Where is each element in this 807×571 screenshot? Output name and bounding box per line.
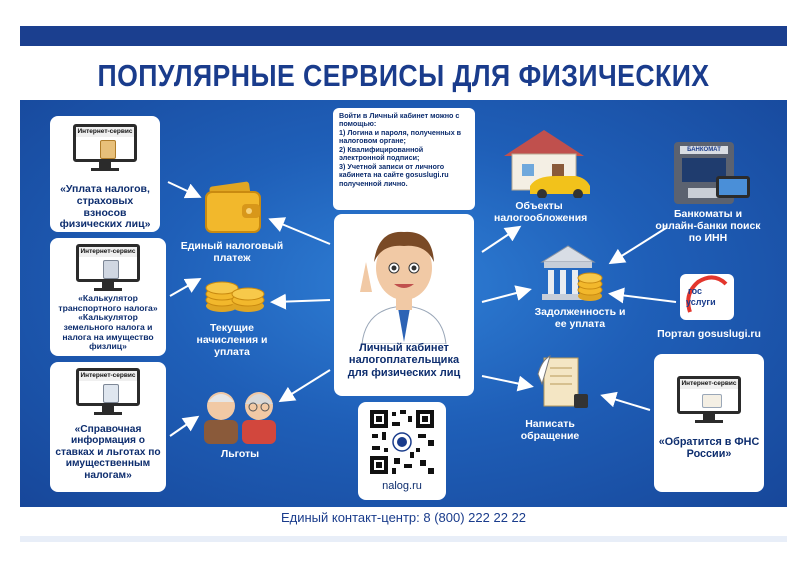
card-tax-calculator-text: «Калькулятор транспортного налога» «Каль… xyxy=(58,293,158,352)
login-info-box: Войти в Личный кабинет можно с помощью: … xyxy=(333,108,475,210)
card-contact-fns-text: «Обратится в ФНС России» xyxy=(658,436,760,461)
monitor-icon: Интернет-сервис xyxy=(73,124,137,172)
monitor-icon: Интернет-сервис xyxy=(76,368,140,416)
house-car-icon xyxy=(504,130,590,198)
info-intro: Войти в Личный кабинет можно с помощью: xyxy=(339,111,460,129)
bank-building-icon xyxy=(540,245,603,301)
qr-code-card[interactable]: nalog.ru xyxy=(358,402,446,500)
arrow-card2-coins xyxy=(169,278,202,297)
card-reference-info-text: «Справочная информация о ставках и льгот… xyxy=(55,424,161,481)
label-taxable-objects: Объекты налогообложения xyxy=(494,200,588,225)
card-tax-payment[interactable]: Интернет-сервис «Уплата налогов, страхов… xyxy=(50,116,160,232)
bottom-decor-bar xyxy=(20,536,787,542)
label-atm-online-banking: Банкоматы и онлайн-банки поиск по ИНН xyxy=(655,208,761,245)
personal-account-title: Личный кабинет налогоплательщика для физ… xyxy=(347,342,461,379)
contact-center-line: Единый контакт-центр: 8 (800) 222 22 22 xyxy=(280,510,527,525)
label-gosuslugi-portal: Портал gosuslugi.ru xyxy=(657,328,761,340)
arrow-gosuslugi-debt xyxy=(608,287,677,304)
atm-icon xyxy=(674,142,750,204)
taxpayer-avatar-icon xyxy=(360,231,447,344)
label-current-charges: Текущие начисления и уплата xyxy=(196,322,268,359)
arrow-fns-appeal xyxy=(600,391,651,411)
info-item-2: 2) Квалифицированной электронной подписи… xyxy=(339,144,424,163)
monitor-icon: Интернет-сервис xyxy=(677,376,741,424)
top-decor-bar xyxy=(20,26,787,46)
arrow-center-objects xyxy=(481,225,522,253)
card-tax-calculator[interactable]: Интернет-сервис «Калькулятор транспортно… xyxy=(50,238,166,356)
arrow-center-debt xyxy=(481,285,532,303)
card-tax-payment-text: «Уплата налогов, страховых взносов физич… xyxy=(59,183,151,231)
gos-logo-bottom: услуги xyxy=(686,297,716,307)
card-reference-info[interactable]: Интернет-сервис «Справочная информация о… xyxy=(50,362,166,492)
scroll-quill-icon xyxy=(537,355,588,408)
envelope-icon xyxy=(702,394,722,408)
info-item-1: 1) Логина и пароля, полученных в налогов… xyxy=(339,127,462,146)
gosuslugi-logo[interactable]: гос услуги xyxy=(680,274,734,320)
gosuslugi-logo-icon xyxy=(686,275,728,313)
wallet-icon xyxy=(205,181,261,233)
arrow-card1-wallet xyxy=(167,181,202,199)
seniors-icon xyxy=(204,392,276,444)
arrow-center-coins xyxy=(270,293,331,310)
arrow-card3-seniors xyxy=(169,415,200,437)
gos-logo-top: гос xyxy=(688,286,703,296)
card-contact-fns[interactable]: Интернет-сервис «Обратится в ФНС России» xyxy=(654,354,764,492)
calculator-icon xyxy=(103,260,119,279)
label-benefits: Льготы xyxy=(220,448,260,460)
clipboard-icon xyxy=(100,140,116,159)
qr-url-text: nalog.ru xyxy=(382,480,422,492)
arrow-center-seniors xyxy=(278,369,331,403)
internet-service-label: Интернет-сервис xyxy=(680,379,738,389)
internet-service-label: Интернет-сервис xyxy=(79,371,137,381)
internet-service-label: Интернет-сервис xyxy=(76,127,134,137)
arrow-center-appeal xyxy=(481,375,534,392)
internet-service-label: Интернет-сервис xyxy=(79,247,137,257)
atm-sign-text: БАНКОМАТ xyxy=(687,147,721,153)
label-debt-payment: Задолженность и ее уплата xyxy=(534,306,626,331)
personal-account-card[interactable]: Личный кабинет налогоплательщика для физ… xyxy=(334,214,474,396)
monitor-icon: Интернет-сервис xyxy=(76,244,140,292)
coins-icon xyxy=(205,281,265,312)
label-write-appeal: Написать обращение xyxy=(520,418,580,443)
arrow-center-wallet xyxy=(268,217,331,245)
info-item-3: 3) Учетной записи от личного кабинета на… xyxy=(339,161,449,188)
qr-code-icon xyxy=(368,408,436,476)
arrow-atm-debt xyxy=(608,227,667,265)
document-icon xyxy=(103,384,119,403)
label-single-payment: Единый налоговый платеж xyxy=(180,240,284,265)
